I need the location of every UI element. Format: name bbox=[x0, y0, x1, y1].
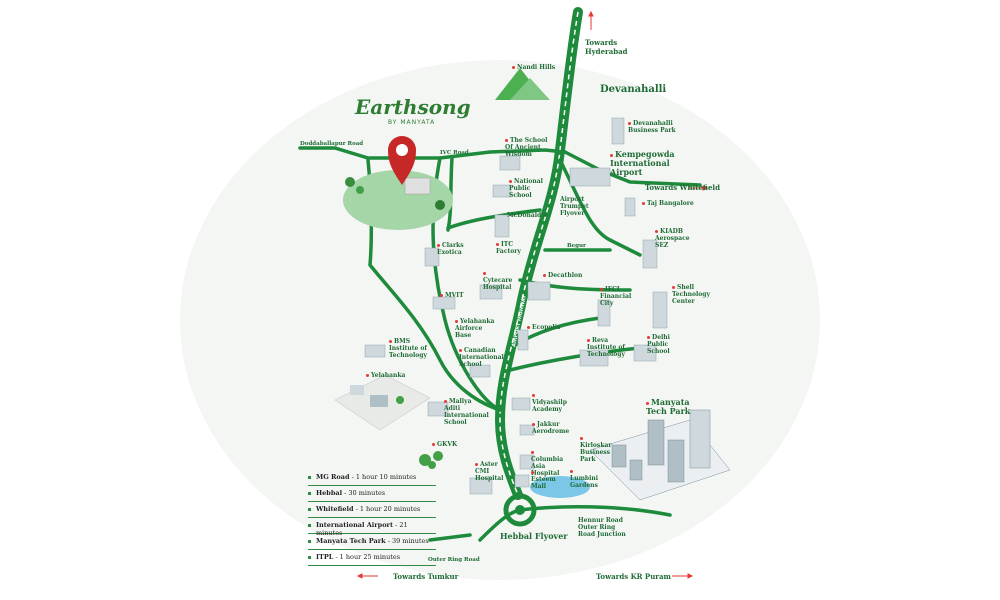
label-hennur-junction: Hennur Road Outer Ring Road Junction bbox=[578, 517, 626, 538]
building bbox=[652, 291, 668, 329]
label-bms: BMS Institute of Technology bbox=[389, 338, 439, 359]
building bbox=[494, 214, 510, 238]
building bbox=[611, 117, 625, 145]
road-ivc: IVC Road bbox=[440, 150, 469, 156]
label-hebbal-flyover: Hebbal Flyover bbox=[500, 531, 568, 541]
building bbox=[499, 155, 521, 171]
nandi-hills-illustration bbox=[495, 68, 550, 100]
brand-subtitle: BY MANYATA bbox=[388, 119, 436, 126]
building bbox=[517, 329, 529, 351]
label-aster: Aster CMI Hospital bbox=[475, 461, 507, 482]
label-mcdonalds: McDonald's bbox=[507, 212, 547, 219]
travel-time-legend: MG Road - 1 hour 10 minutes Hebbal - 30 … bbox=[308, 470, 436, 566]
brand-logo: Earthsong bbox=[355, 95, 471, 119]
gkvk-trees bbox=[419, 451, 443, 469]
legend-row: Hebbal - 30 minutes bbox=[308, 486, 436, 502]
building bbox=[511, 397, 531, 411]
label-itc-factory: ITC Factory bbox=[496, 241, 521, 255]
earthsong-site bbox=[343, 170, 453, 230]
label-jakkur: Jakkur Aerodrome bbox=[532, 421, 570, 435]
road-doddaballapur: Doddaballapur Road bbox=[300, 141, 364, 147]
label-devanahalli-business-park: Devanahalli Business Park bbox=[628, 120, 678, 134]
label-clarks-exotica: Clarks Exotica bbox=[437, 242, 467, 256]
direction-tumkur: Towards Tumkur bbox=[393, 572, 459, 581]
legend-row: MG Road - 1 hour 10 minutes bbox=[308, 470, 436, 486]
label-ecopolis: Ecopolis bbox=[527, 324, 560, 331]
label-nandi-hills: Nandi Hills bbox=[512, 64, 555, 71]
label-reva: Reva Institute of Technology bbox=[587, 337, 637, 358]
label-dps: Delhi Public School bbox=[647, 334, 689, 355]
label-shell: Shell Technology Center bbox=[672, 284, 717, 305]
direction-hyderabad: Towards Hyderabad bbox=[585, 38, 628, 56]
label-decathlon: Decathlon bbox=[543, 272, 582, 279]
legend-row: International Airport - 21 minutes bbox=[308, 518, 436, 537]
label-yelahanka: Yelahanka bbox=[366, 372, 405, 379]
label-kempegowda: Kempegowda International Airport bbox=[610, 150, 690, 177]
building bbox=[569, 167, 611, 187]
label-airport-flyover: Airport Trumpet Flyover bbox=[560, 196, 589, 217]
label-cytecare: Cytecare Hospital bbox=[483, 270, 515, 291]
building bbox=[424, 247, 440, 267]
hebbal-flyover-ring bbox=[503, 493, 537, 527]
label-manyata: Manyata Tech Park bbox=[646, 398, 706, 416]
direction-whitefield: Towards Whitefield bbox=[645, 183, 720, 192]
label-lumbini: Lumbini Gardens bbox=[570, 468, 602, 489]
legend-row: Manyata Tech Park - 39 minutes bbox=[308, 534, 436, 550]
label-vidyashilp: Vidyashilp Academy bbox=[532, 392, 567, 413]
building bbox=[642, 239, 658, 269]
label-esteem-mall: Esteem Mall bbox=[531, 469, 559, 490]
legend-row: Whitefield - 1 hour 20 minutes bbox=[308, 502, 436, 518]
label-kirloskar: Kirloskar Business Park bbox=[580, 435, 615, 463]
location-pin-icon bbox=[388, 136, 416, 185]
label-canadian: Canadian International School bbox=[459, 347, 504, 368]
building bbox=[514, 474, 530, 488]
label-mvit: MVIT bbox=[440, 292, 464, 299]
label-mallya-aditi: Mallya Aditi International School bbox=[444, 398, 489, 426]
manyata-tech-park-cluster bbox=[589, 409, 731, 501]
label-taj-bangalore: Taj Bangalore bbox=[642, 200, 694, 207]
label-kiadb: KIADB Aerospace SEZ bbox=[655, 228, 700, 249]
label-ifci: IFCI Financial City bbox=[600, 286, 640, 307]
building bbox=[364, 344, 386, 358]
label-yelahanka-airforce: Yelahanka Airforce Base bbox=[455, 318, 495, 339]
road-begur: Begur bbox=[567, 243, 586, 249]
direction-krpuram: Towards KR Puram bbox=[596, 572, 671, 581]
label-national-public-school: National Public School bbox=[509, 178, 551, 199]
building bbox=[624, 197, 636, 217]
label-devanahalli: Devanahalli bbox=[600, 84, 667, 95]
label-gkvk: GKVK bbox=[432, 441, 457, 448]
building bbox=[527, 281, 551, 301]
legend-row: ITPL - 1 hour 25 minutes bbox=[308, 550, 436, 566]
road-orr: Outer Ring Road bbox=[428, 557, 480, 563]
label-school-ancient-wisdom: The School Of Ancient Wisdom bbox=[505, 137, 555, 158]
yelahanka-cluster bbox=[334, 374, 431, 431]
